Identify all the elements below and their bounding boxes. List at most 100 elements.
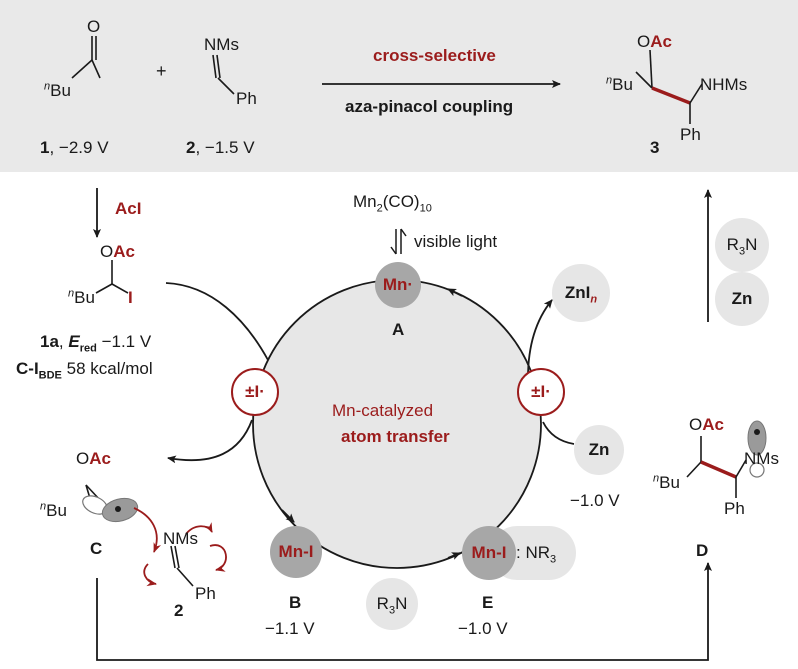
node-E-ligand: : NR3 bbox=[516, 544, 556, 565]
arrow-zinc-to-ring bbox=[542, 421, 575, 445]
compound-2-label: 2, −1.5 V bbox=[186, 139, 255, 156]
dimer-prefix: Mn bbox=[353, 192, 377, 211]
compound-1-potential: , −2.9 V bbox=[49, 138, 109, 157]
compound-1-number: 1 bbox=[40, 138, 50, 157]
arrow-C-to-D bbox=[96, 562, 712, 661]
compound-2-potential: , −1.5 V bbox=[195, 138, 255, 157]
product-substituent: nBu bbox=[606, 74, 633, 94]
node-A-manganese-radical: Mn· bbox=[375, 262, 421, 308]
radical-orbital bbox=[82, 495, 139, 523]
cycle-arrow-to-B bbox=[281, 509, 295, 523]
n-prefix: n bbox=[40, 500, 47, 513]
radical-C-substituent: nBu bbox=[40, 500, 67, 519]
oac-acetyl: Ac bbox=[113, 242, 135, 261]
imine-2-label: 2 bbox=[174, 601, 184, 620]
n-prefix: n bbox=[68, 287, 75, 300]
bde-value: 58 kcal/mol bbox=[61, 359, 153, 378]
compound-2-group: NMs bbox=[204, 35, 239, 54]
node-B-label: B bbox=[289, 593, 302, 612]
oac-acetyl: Ac bbox=[89, 449, 111, 468]
compound-1a-number: 1a bbox=[40, 332, 59, 351]
compound-1a-substituent: nBu bbox=[68, 287, 95, 307]
arrow-1a-to-cycle bbox=[165, 282, 269, 361]
butyl-group: Bu bbox=[659, 473, 680, 492]
cycle-center-line1: Mn-catalyzed bbox=[332, 401, 434, 420]
amine-subscript: 3 bbox=[388, 604, 396, 617]
product-oac: OAc bbox=[637, 33, 672, 50]
dimer-subscript-1: 2 bbox=[376, 202, 383, 215]
zinc-potential: −1.0 V bbox=[570, 491, 620, 510]
oac-oxygen: O bbox=[637, 32, 651, 51]
arrow-label-bottom: aza-pinacol coupling bbox=[345, 97, 514, 116]
zinc-iodide-text: ZnIn bbox=[565, 283, 598, 306]
arrow-ring-to-C bbox=[167, 419, 253, 464]
oac-acetyl: Ac bbox=[650, 32, 672, 51]
node-E-label: E bbox=[482, 593, 494, 612]
visible-light-label: visible light bbox=[414, 232, 498, 251]
compound-1-label: 1, −2.9 V bbox=[40, 139, 109, 156]
arrow-ring-to-zinc-salt bbox=[527, 299, 553, 379]
cycle-center-line2: atom transfer bbox=[341, 427, 450, 446]
butyl-group: Bu bbox=[74, 288, 95, 307]
bde-symbol: C-I bbox=[16, 359, 39, 378]
n-prefix: n bbox=[606, 74, 613, 87]
n-prefix: n bbox=[653, 472, 660, 485]
compound-1a-structure bbox=[95, 260, 129, 294]
radical-C-oac: OAc bbox=[76, 450, 111, 467]
butyl-group: Bu bbox=[612, 75, 633, 94]
amine-main: R bbox=[376, 594, 389, 613]
compound-1a-bde-label: C-IBDE 58 kcal/mol bbox=[16, 359, 153, 381]
node-B-text: Mn-I bbox=[278, 542, 314, 561]
compound-1-oxygen: O bbox=[87, 17, 101, 36]
compound-1-structure bbox=[71, 36, 101, 79]
node-E-potential: −1.0 V bbox=[458, 619, 508, 638]
zinc-iodide-node: ZnIn bbox=[552, 264, 610, 322]
product-aryl: Ph bbox=[680, 125, 701, 144]
intermediate-D-group: NMs bbox=[744, 449, 779, 468]
product-3-structure bbox=[635, 49, 703, 124]
compound-2-aryl: Ph bbox=[236, 89, 257, 108]
atom-transfer-right-text: ±I· bbox=[531, 382, 551, 401]
dimer-carbonyl: (CO) bbox=[382, 192, 420, 211]
oac-oxygen: O bbox=[689, 415, 703, 434]
intermediate-D-aryl: Ph bbox=[724, 499, 745, 518]
imine-2-group: NMs bbox=[163, 529, 198, 548]
product-amine: NHMs bbox=[700, 75, 748, 94]
node-E-text: Mn-I bbox=[471, 543, 507, 562]
plus-sign: + bbox=[156, 61, 167, 81]
imine-2-structure bbox=[170, 545, 194, 587]
node-E-manganese-iodide: Mn-I bbox=[462, 526, 516, 580]
reagent-acyl-iodide: AcI bbox=[115, 199, 142, 218]
zinc-text: Zn bbox=[588, 440, 610, 459]
amine-node-right: R3N bbox=[715, 218, 769, 272]
compound-1a-reduction-label: 1a, Ered −1.1 V bbox=[40, 332, 151, 354]
dimanganese-decacarbonyl: Mn2(CO)10 bbox=[353, 192, 432, 214]
intermediate-D-label: D bbox=[696, 541, 709, 560]
atom-transfer-left-text: ±I· bbox=[245, 382, 265, 401]
imine-2-aryl: Ph bbox=[195, 584, 216, 603]
product-number: 3 bbox=[650, 138, 660, 157]
dimer-subscript-2: 10 bbox=[419, 202, 432, 215]
radical-C-label: C bbox=[90, 539, 103, 558]
atom-transfer-right: ±I· bbox=[517, 368, 565, 416]
cycle-arrow-to-A bbox=[447, 288, 463, 297]
equilibrium-arrows bbox=[390, 228, 407, 255]
cycle-arrow-to-E bbox=[447, 552, 461, 560]
ered-symbol: E bbox=[68, 332, 80, 351]
amine-tail: N bbox=[745, 235, 758, 254]
intermediate-D-substituent: nBu bbox=[653, 472, 680, 492]
electron-pushing-arrows bbox=[133, 507, 227, 587]
zinc-iodide-subscript: n bbox=[590, 293, 598, 306]
amine-tail: N bbox=[395, 594, 408, 613]
node-A-label: A bbox=[392, 320, 405, 339]
top-panel bbox=[0, 0, 798, 172]
bde-subscript: BDE bbox=[38, 369, 62, 382]
compound-2-structure bbox=[212, 54, 235, 95]
amine-text: R3N bbox=[727, 235, 758, 257]
intermediate-D-oac: OAc bbox=[689, 416, 724, 433]
compound-1a-iodine: I bbox=[128, 288, 133, 307]
oac-oxygen: O bbox=[76, 449, 90, 468]
amine-text: R3N bbox=[376, 594, 408, 617]
